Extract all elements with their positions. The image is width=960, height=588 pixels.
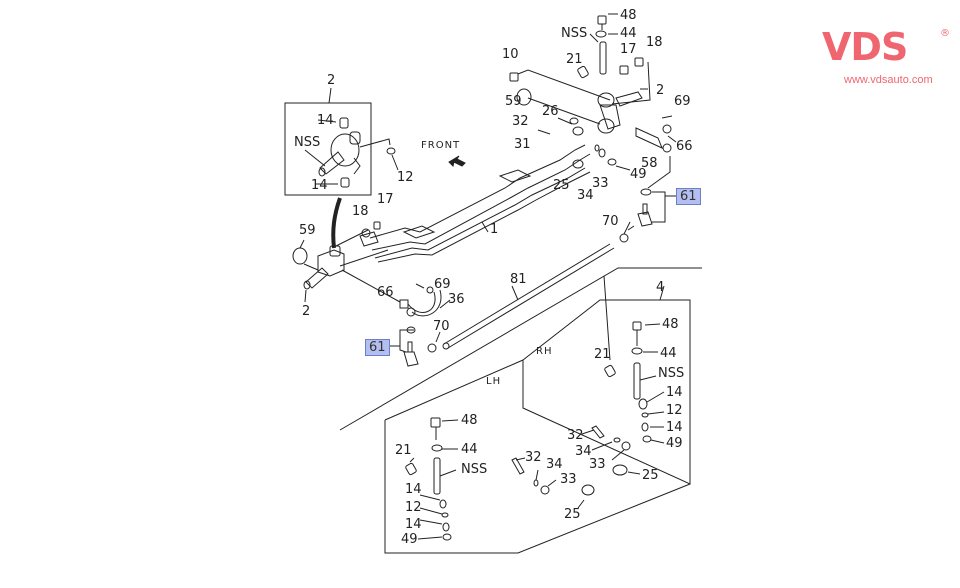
- callout-81[interactable]: 81: [510, 272, 527, 287]
- callout-nss-rh[interactable]: NSS: [658, 366, 685, 381]
- callout-14-lh[interactable]: 14: [405, 482, 422, 497]
- callout-48[interactable]: 48: [620, 8, 637, 23]
- callout-2-inset[interactable]: 2: [327, 73, 336, 88]
- left-knuckle: [292, 221, 442, 367]
- callout-2-left[interactable]: 2: [302, 304, 311, 319]
- callout-70-left[interactable]: 70: [433, 319, 450, 334]
- callout-49-lh[interactable]: 49: [401, 532, 418, 547]
- callout-61-highlighted[interactable]: 61: [676, 188, 701, 205]
- callout-59[interactable]: 59: [505, 94, 522, 109]
- callout-17-left[interactable]: 17: [377, 192, 394, 207]
- callout-34-rh[interactable]: 34: [575, 444, 592, 459]
- callout-25-lh[interactable]: 25: [564, 507, 581, 522]
- callout-36[interactable]: 36: [448, 292, 465, 307]
- axle-beam: [359, 144, 591, 263]
- callout-18-left[interactable]: 18: [352, 204, 369, 219]
- callout-69-left[interactable]: 69: [434, 277, 451, 292]
- callout-14-lh-lower[interactable]: 14: [405, 517, 422, 532]
- callout-34[interactable]: 34: [577, 188, 594, 203]
- knuckle-inset-box: [284, 102, 372, 196]
- tie-rod: [442, 243, 615, 350]
- callout-25[interactable]: 25: [553, 178, 570, 193]
- callout-14-rh[interactable]: 14: [666, 385, 683, 400]
- callout-14-rh-lower[interactable]: 14: [666, 420, 683, 435]
- section-divider: [339, 267, 702, 431]
- callout-33-rh[interactable]: 33: [589, 457, 606, 472]
- callout-17[interactable]: 17: [620, 42, 637, 57]
- rh-detail-box: [522, 299, 691, 485]
- callout-70[interactable]: 70: [602, 214, 619, 229]
- callout-14-lower[interactable]: 14: [311, 178, 328, 193]
- callout-21-lh[interactable]: 21: [395, 443, 412, 458]
- callout-59-left[interactable]: 59: [299, 223, 316, 238]
- callout-58[interactable]: 58: [641, 156, 658, 171]
- callout-33[interactable]: 33: [592, 176, 609, 191]
- front-arrow-icon: [448, 155, 466, 167]
- callout-12[interactable]: 12: [397, 170, 414, 185]
- callout-12-lh[interactable]: 12: [405, 500, 422, 515]
- callout-69[interactable]: 69: [674, 94, 691, 109]
- callout-14[interactable]: 14: [317, 113, 334, 128]
- callout-12-rh[interactable]: 12: [666, 403, 683, 418]
- callout-nss-lh[interactable]: NSS: [461, 462, 488, 477]
- callout-66-left[interactable]: 66: [377, 285, 394, 300]
- callout-2[interactable]: 2: [656, 83, 665, 98]
- rh-detail-parts: [591, 321, 652, 476]
- callout-32[interactable]: 32: [512, 114, 529, 129]
- callout-nss-inset[interactable]: NSS: [294, 135, 321, 150]
- logo-brand: VDS: [822, 25, 908, 69]
- callout-44-rh[interactable]: 44: [660, 346, 677, 361]
- registered-mark: ®: [940, 28, 950, 39]
- callout-21[interactable]: 21: [566, 52, 583, 67]
- rh-label: RH: [536, 346, 553, 357]
- callout-26[interactable]: 26: [542, 104, 559, 119]
- callout-34-lh[interactable]: 34: [546, 457, 563, 472]
- lh-label: LH: [486, 376, 502, 387]
- callout-32-lh[interactable]: 32: [525, 450, 542, 465]
- callout-21-rh[interactable]: 21: [594, 347, 611, 362]
- callout-48-lh[interactable]: 48: [461, 413, 478, 428]
- callout-44[interactable]: 44: [620, 26, 637, 41]
- callout-18[interactable]: 18: [646, 35, 663, 50]
- callout-25-rh[interactable]: 25: [642, 468, 659, 483]
- inset-pointer-arrow: [331, 197, 342, 249]
- callout-nss[interactable]: NSS: [561, 26, 588, 41]
- callout-31[interactable]: 31: [514, 137, 531, 152]
- callout-10[interactable]: 10: [502, 47, 519, 62]
- callout-48-rh[interactable]: 48: [662, 317, 679, 332]
- logo-url: www.vdsauto.com: [844, 74, 933, 86]
- steering-knuckle-inset: [304, 117, 361, 188]
- callout-66[interactable]: 66: [676, 139, 693, 154]
- lh-detail-box: [384, 420, 691, 554]
- front-label: FRONT: [421, 140, 461, 151]
- callout-33-lh[interactable]: 33: [560, 472, 577, 487]
- callout-61-highlighted-left[interactable]: 61: [365, 339, 390, 356]
- callout-44-lh[interactable]: 44: [461, 442, 478, 457]
- callout-32-rh[interactable]: 32: [567, 428, 584, 443]
- o-ring-12: [386, 147, 396, 155]
- callout-1[interactable]: 1: [490, 222, 499, 237]
- callout-49[interactable]: 49: [630, 167, 647, 182]
- leader: [328, 87, 332, 104]
- callout-4[interactable]: 4: [656, 280, 665, 295]
- vds-logo: VDS ® www.vdsauto.com: [822, 28, 952, 88]
- callout-49-rh[interactable]: 49: [666, 436, 683, 451]
